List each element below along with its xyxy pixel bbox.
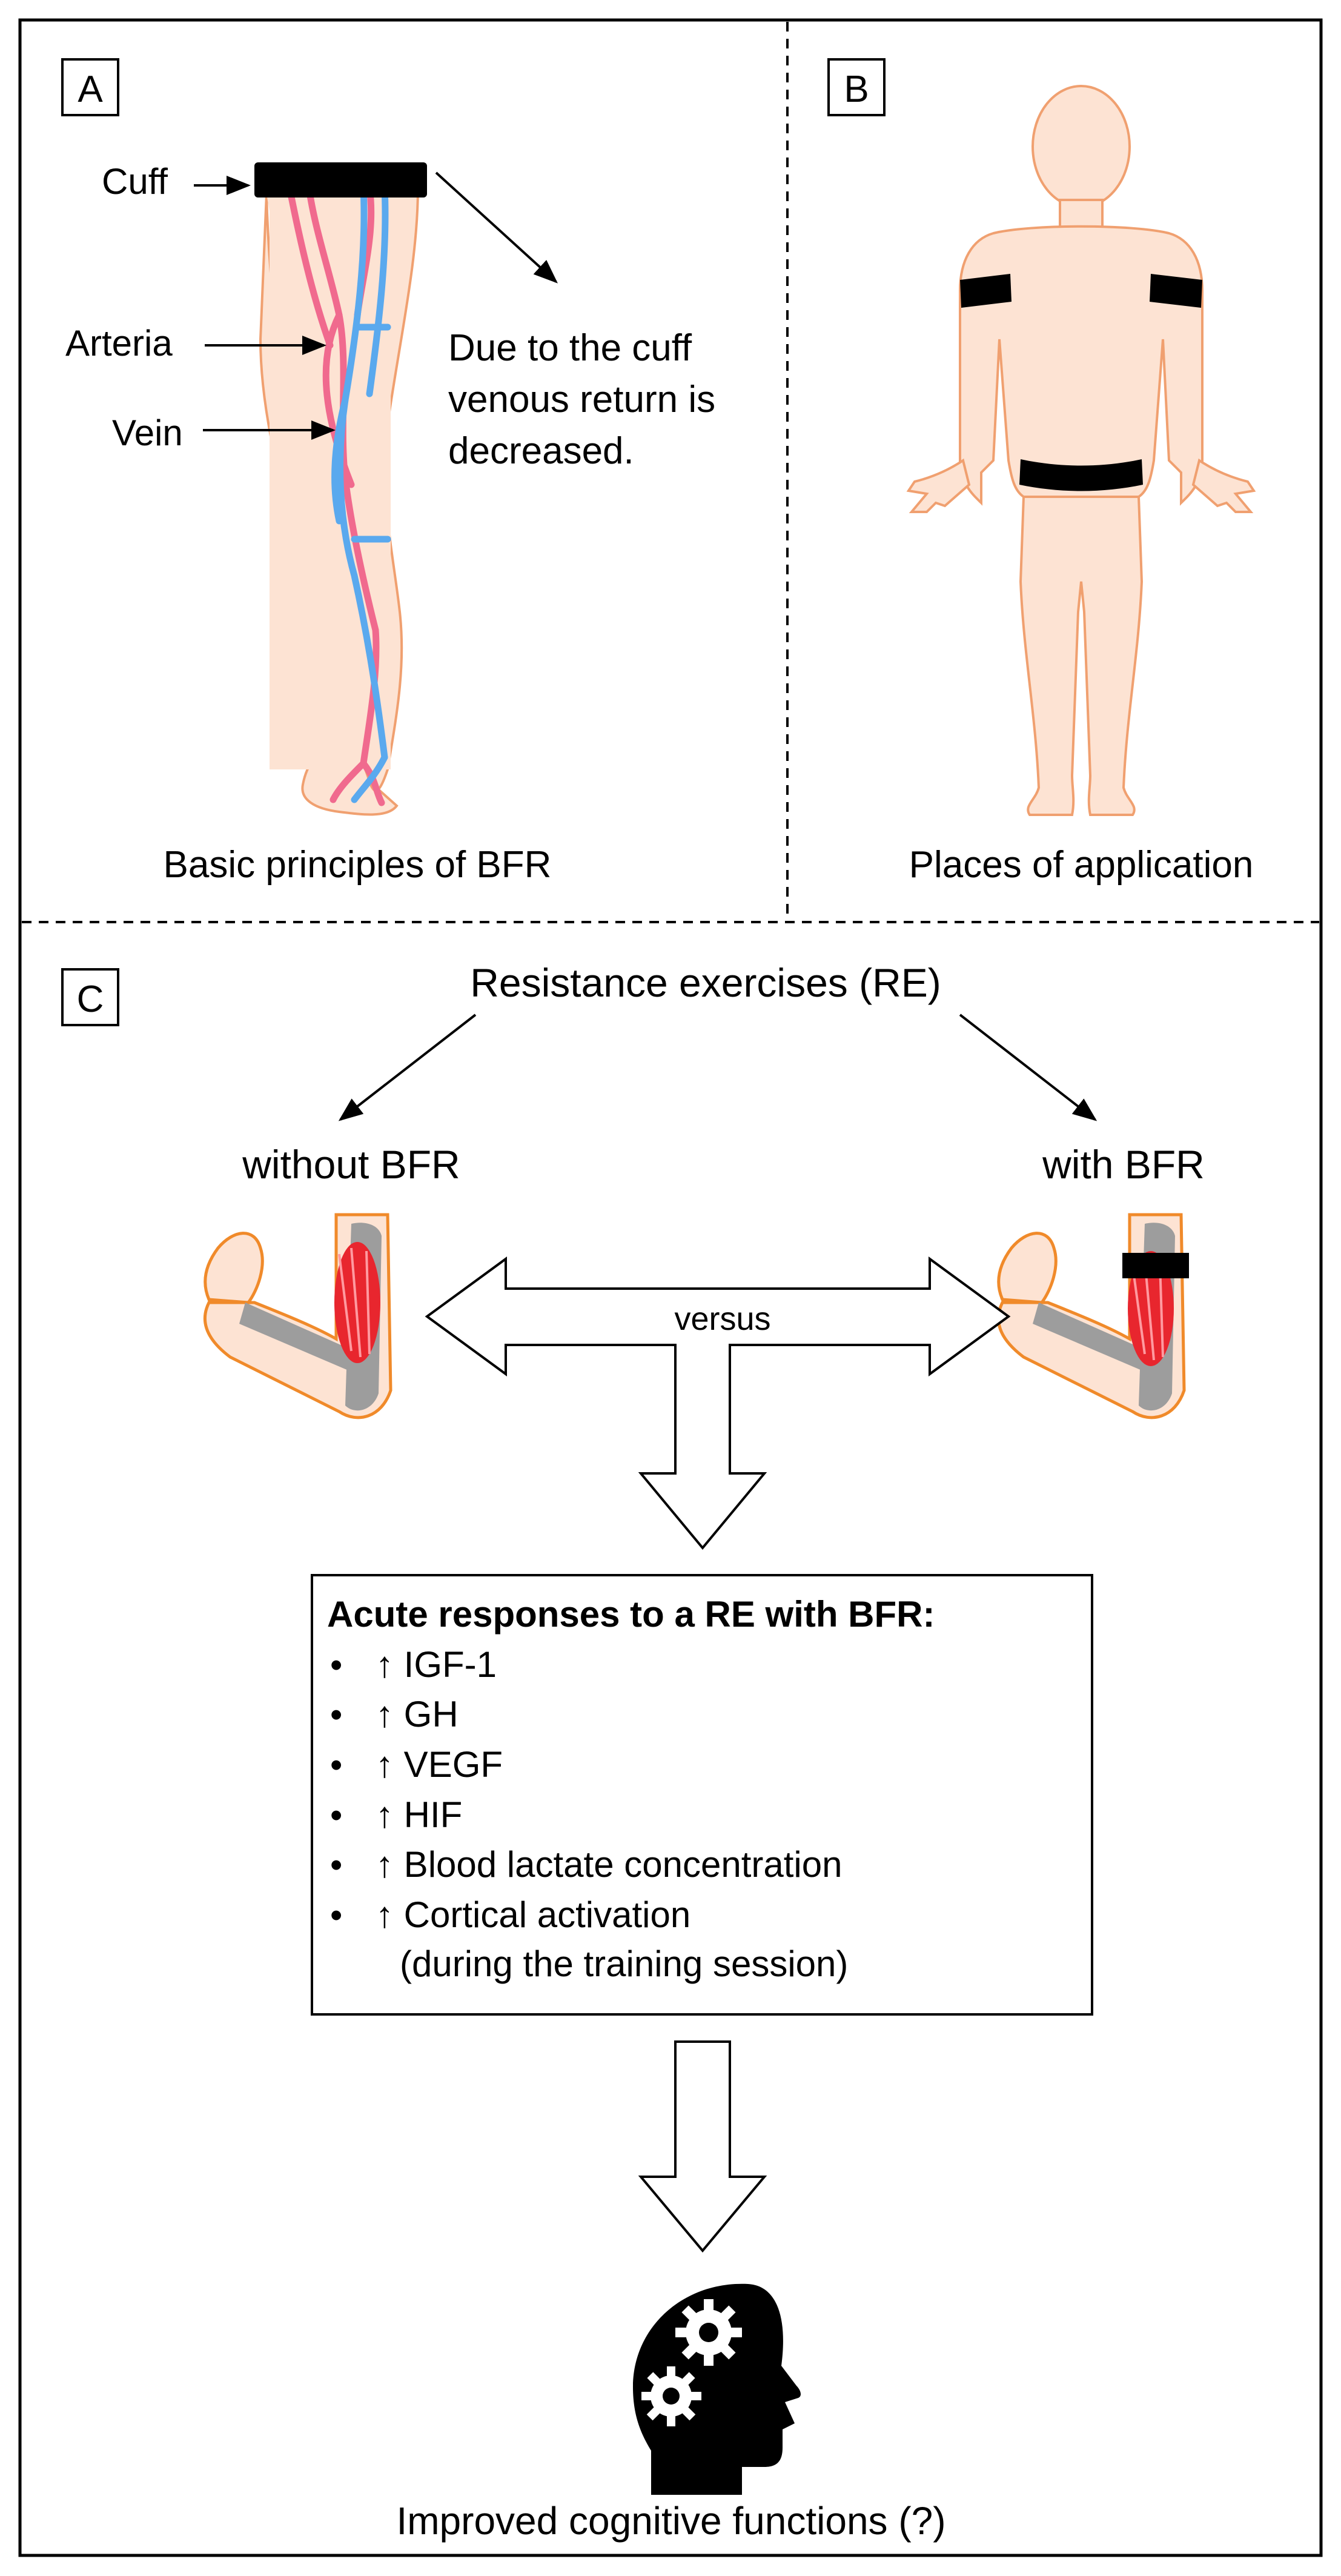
response-item: ↑ Blood lactate concentration [376, 1844, 842, 1885]
arm-muscle-icon-with-bfr [996, 1213, 1189, 1419]
arm-cuff-right [1150, 274, 1202, 308]
cuff-label: Cuff [102, 161, 168, 202]
outcome-label: Improved cognitive functions (?) [396, 2499, 945, 2543]
re-title: Resistance exercises (RE) [470, 960, 941, 1005]
with-bfr-label: with BFR [1042, 1142, 1205, 1187]
panel-b-letter-box [827, 58, 886, 116]
response-item: ↑ Cortical activation [376, 1894, 690, 1935]
panel-a: A [61, 58, 726, 886]
arm-cuff-left [960, 274, 1012, 308]
panel-a-letter: A [78, 68, 103, 110]
versus-comparison-arrow [425, 1256, 1011, 1550]
responses-title: Acute responses to a RE with BFR: [327, 1594, 935, 1635]
arm-cuff [1122, 1253, 1189, 1278]
response-bullet: • [330, 1645, 342, 1685]
response-item: ↑ VEGF [376, 1744, 503, 1785]
arm-muscle-icon-without-bfr [203, 1213, 392, 1419]
responses-note: (during the training session) [400, 1944, 848, 1984]
panel-c: C Resistance exercises (RE) without BFR … [61, 960, 1205, 2543]
figure-frame [18, 18, 1323, 2557]
down-arrow [638, 2040, 767, 2253]
response-item: ↑ IGF-1 [376, 1644, 497, 1685]
responses-list: • ↑ IGF-1 • ↑ GH • ↑ VEGF • ↑ HIF • ↑ Bl… [330, 1644, 848, 1984]
panel-a-caption: Basic principles of BFR [164, 844, 552, 886]
response-bullet: • [330, 1896, 342, 1935]
response-bullet: • [330, 1745, 342, 1785]
human-silhouette [906, 85, 1256, 816]
cuff-note-line-2: venous return is [448, 379, 715, 420]
panel-b-letter: B [844, 68, 869, 110]
versus-label: versus [674, 1301, 770, 1337]
arrow-to-with-bfr [959, 1014, 1098, 1121]
panel-b: B Places of application [827, 58, 1256, 886]
cuff-note: Due to the cuff venous return is decreas… [448, 327, 726, 472]
responses-box [311, 1574, 1093, 2016]
response-bullet: • [330, 1845, 342, 1885]
leg-cuff [254, 162, 427, 198]
response-bullet: • [330, 1695, 342, 1734]
cuff-note-line-3: decreased. [448, 430, 634, 472]
arteria-label: Arteria [65, 323, 173, 363]
cuff-note-arrow [435, 171, 558, 284]
panel-c-letter: C [77, 978, 104, 1020]
panel-b-caption: Places of application [909, 844, 1254, 886]
vein-label: Vein [112, 413, 183, 453]
response-item: ↑ HIF [376, 1794, 462, 1835]
response-item: ↑ GH [376, 1694, 459, 1734]
panel-a-letter-box [61, 58, 119, 116]
leg-illustration [254, 162, 427, 816]
leg-cuff-thigh [1019, 459, 1143, 491]
arrow-to-without-bfr [338, 1014, 477, 1121]
head-gears-icon [633, 2283, 801, 2495]
without-bfr-label: without BFR [242, 1142, 460, 1187]
panel-c-letter-box [61, 968, 119, 1026]
cuff-note-line-1: Due to the cuff [448, 327, 692, 369]
response-bullet: • [330, 1796, 342, 1835]
